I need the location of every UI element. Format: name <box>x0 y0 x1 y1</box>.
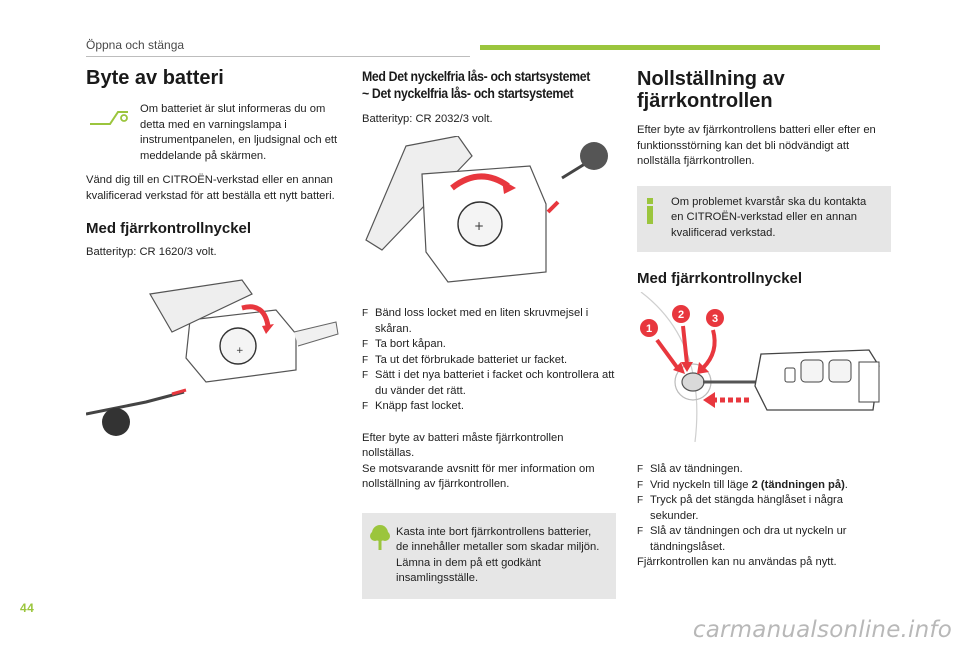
battery-type-text: Batterityp: CR 1620/3 volt. <box>86 246 217 258</box>
callout-1: 1 <box>640 319 658 337</box>
section-title: Byte av batteri <box>86 67 224 89</box>
environment-note-text: Kasta inte bort fjärrkontrollens batteri… <box>396 525 600 554</box>
callout-3-label: 3 <box>712 313 718 325</box>
keyless-remote-illustration: + <box>365 136 608 283</box>
remote-key-battery-illustration: + <box>86 279 339 436</box>
callout-3: 3 <box>706 309 724 327</box>
page-number: 44 <box>20 601 35 615</box>
subtitle-remote-key: Med fjärrkontrollnyckel <box>86 220 252 237</box>
keyless-title: Med Det nyckelfria lås- och startsysteme… <box>362 68 616 104</box>
battery-steps-list: Bänd loss locket med en liten skruvmejse… <box>362 306 616 415</box>
ignition-reset-illustration: 1 2 3 <box>640 292 880 442</box>
step-text-end: . <box>844 478 848 491</box>
callout-1-label: 1 <box>646 323 652 335</box>
keyless-battery-type: Batterityp: CR 2032/3 volt. <box>362 113 493 125</box>
info-icon <box>647 197 653 224</box>
reset-intro-text: Efter byte av fjärrkontrollens batteri e… <box>637 124 876 167</box>
info-note: Om problemet kvarstår ska du kontakta en… <box>637 185 891 252</box>
step-emphasis: 2 (tändningen på) <box>751 478 845 491</box>
column-remote-reset: Nollställning av fjärrkontrollen Efter b… <box>637 64 891 288</box>
list-item: Slå av tändningen och dra ut nyckeln ur … <box>637 524 891 555</box>
environment-note-text-2: Lämna in dem på ett godkänt insamlingsst… <box>396 556 541 585</box>
keyless-title-line2: ~ Det nyckelfria lås- och startsystemet <box>362 85 574 101</box>
watermark: carmanualsonline.info <box>692 617 952 643</box>
reset-steps-list: Slå av tändningen. Vrid nyckeln till läg… <box>637 462 891 555</box>
list-item: Ta bort kåpan. <box>362 337 616 353</box>
reset-instructions: Slå av tändningen. Vrid nyckeln till läg… <box>637 462 891 571</box>
closing-text: Fjärrkontrollen kan nu användas på nytt. <box>637 556 837 568</box>
reset-title-line1: Nollställning av <box>637 68 785 90</box>
tree-icon <box>370 524 390 550</box>
step-text: Vrid nyckeln till läge <box>650 478 752 491</box>
see-section-text: Se motsvarande avsnitt för mer informati… <box>362 462 595 491</box>
svg-text:+: + <box>236 346 244 356</box>
warning-intro: Om batteriet är slut informeras du om de… <box>86 102 341 164</box>
list-item: Ta ut det förbrukade batteriet ur facket… <box>362 353 616 369</box>
header-accent-bar <box>480 45 880 50</box>
list-item: Tryck på det stängda hänglåset i några s… <box>637 493 891 524</box>
subtitle-remote-key-reset: Med fjärrkontrollnyckel <box>637 270 803 287</box>
list-item: Sätt i det nya batteriet i facket och ko… <box>362 368 616 399</box>
intro-text: Om batteriet är slut informeras du om de… <box>140 103 338 162</box>
column-keyless-system: Med Det nyckelfria lås- och startsysteme… <box>362 64 616 128</box>
list-item: Vrid nyckeln till läge 2 (tändningen på)… <box>637 478 891 494</box>
reset-required-text: Efter byte av batteri måste fjärrkontrol… <box>362 431 564 460</box>
running-header: Öppna och stänga <box>86 38 185 52</box>
column-battery-replacement: Byte av batteri Om batteriet är slut inf… <box>86 64 341 261</box>
list-item: Knäpp fast locket. <box>362 399 616 415</box>
keyless-instructions: Bänd loss locket med en liten skruvmejse… <box>362 306 616 599</box>
order-battery-text: Vänd dig till en CITROËN-verkstad eller … <box>86 174 335 202</box>
list-item: Bänd loss locket med en liten skruvmejse… <box>362 306 616 337</box>
callout-2-label: 2 <box>678 309 684 321</box>
svg-text:+: + <box>474 219 484 233</box>
info-note-text: Om problemet kvarstår ska du kontakta en… <box>671 195 867 239</box>
header-divider <box>86 56 470 57</box>
callout-2: 2 <box>672 305 690 323</box>
keyless-title-line1: Med Det nyckelfria lås- och startsysteme… <box>362 68 590 84</box>
key-warning-icon <box>90 111 128 125</box>
list-item: Slå av tändningen. <box>637 462 891 478</box>
reset-title-line2: fjärrkontrollen <box>637 90 773 112</box>
environment-note: Kasta inte bort fjärrkontrollens batteri… <box>362 512 616 599</box>
